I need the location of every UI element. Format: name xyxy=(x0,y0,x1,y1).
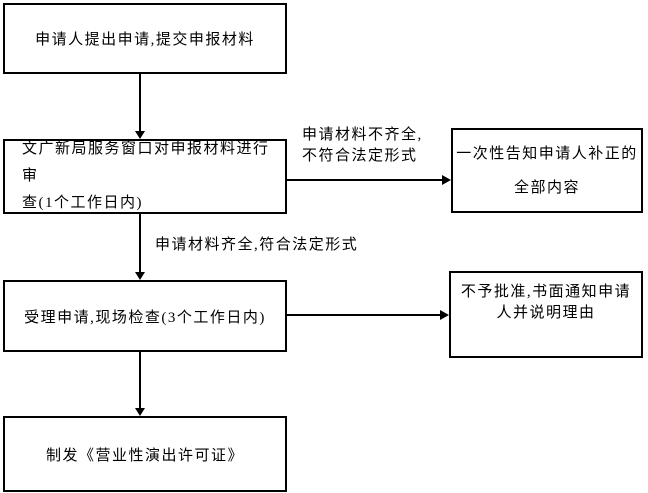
box-submit-application: 申请人提出申请,提交申报材料 xyxy=(3,3,287,74)
box-reject-notice-line2: 人并说明理由 xyxy=(496,305,596,321)
edge-label-complete: 申请材料齐全,符合法定形式 xyxy=(155,237,359,254)
edge-label-complete-text: 申请材料齐全,符合法定形式 xyxy=(155,237,359,253)
arrow-down-icon xyxy=(135,131,145,139)
connector-review-to-accept xyxy=(139,214,141,272)
arrow-right-icon xyxy=(442,175,451,185)
connector-submit-to-review xyxy=(139,74,141,131)
connector-accept-to-reject xyxy=(287,314,440,316)
box-notify-correction: 一次性告知申请人补正的 全部内容 xyxy=(451,128,643,213)
box-window-review: 文广新局服务窗口对申报材料进行审 查(1个工作日内) xyxy=(3,139,287,214)
edge-label-incomplete-line1: 申请材料不齐全, xyxy=(302,127,423,143)
arrow-down-icon xyxy=(135,272,145,280)
box-reject-notice: 不予批准,书面通知申请 人并说明理由 xyxy=(449,271,643,358)
box-issue-license: 制发《营业性演出许可证》 xyxy=(3,416,287,492)
edge-label-incomplete-line2: 不符合法定形式 xyxy=(302,148,418,164)
box-notify-correction-line2: 全部内容 xyxy=(513,179,580,196)
connector-review-to-notify xyxy=(287,179,442,181)
box-issue-license-text: 制发《营业性演出许可证》 xyxy=(45,447,244,464)
arrow-right-icon xyxy=(440,310,449,320)
box-window-review-line1: 文广新局服务窗口对申报材料进行审 xyxy=(22,141,270,184)
connector-accept-to-issue xyxy=(139,352,141,408)
box-window-review-line2: 查(1个工作日内) xyxy=(22,195,143,211)
box-reject-notice-line1: 不予批准,书面通知申请 xyxy=(460,284,632,300)
box-notify-correction-line1: 一次性告知申请人补正的 xyxy=(456,145,638,162)
box-accept-inspect-text: 受理申请,现场检查(3个工作日内) xyxy=(24,309,266,326)
arrow-down-icon xyxy=(135,408,145,416)
edge-label-incomplete: 申请材料不齐全, 不符合法定形式 xyxy=(302,125,423,167)
box-accept-inspect: 受理申请,现场检查(3个工作日内) xyxy=(3,280,287,352)
box-submit-application-text: 申请人提出申请,提交申报材料 xyxy=(35,32,255,48)
